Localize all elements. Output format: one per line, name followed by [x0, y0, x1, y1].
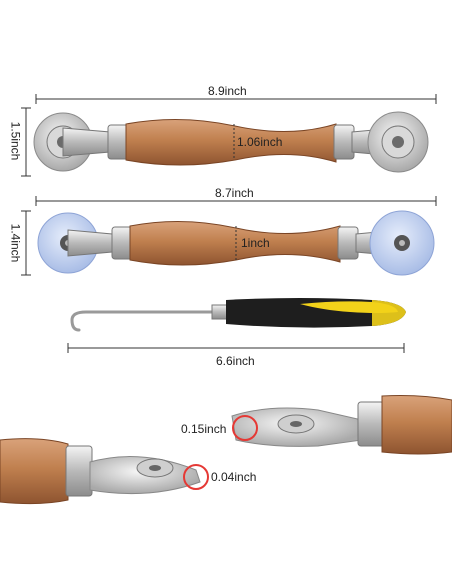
hook-dimension-line: [67, 343, 405, 353]
closeup-wheel-2: [0, 438, 209, 505]
length-dimension-line-2: [35, 196, 437, 206]
roller-tool-2: [21, 196, 437, 276]
height-dimension-line-1: [21, 107, 31, 177]
wheel2-thickness-label: 0.04inch: [211, 470, 257, 484]
roller1-handle-diameter-label: 1.06inch: [237, 135, 283, 149]
height-dimension-line-2: [21, 210, 31, 276]
closeup-wheel-1: [231, 395, 452, 455]
callout-circle-2: [183, 464, 209, 490]
hook-length-label: 6.6inch: [214, 354, 257, 368]
closeup-handle-1: [381, 395, 452, 455]
hook-tool: [67, 298, 406, 353]
roller-tool-1: [21, 94, 437, 177]
length-dimension-line-1: [35, 94, 437, 104]
callout-circle-1: [232, 415, 258, 441]
roller1-height-label: 1.5inch: [8, 121, 23, 161]
roller2-height-label: 1.4inch: [8, 223, 23, 263]
wooden-handle-2: [129, 220, 341, 266]
roller2-length-label: 8.7inch: [213, 186, 256, 200]
wheel1-thickness-label: 0.15inch: [181, 422, 227, 436]
closeup-handle-2: [0, 438, 69, 505]
hook-shaft: [70, 310, 224, 332]
roller1-length-label: 8.9inch: [206, 84, 249, 98]
wooden-handle-1: [125, 118, 337, 166]
roller2-handle-diameter-label: 1inch: [241, 236, 270, 250]
